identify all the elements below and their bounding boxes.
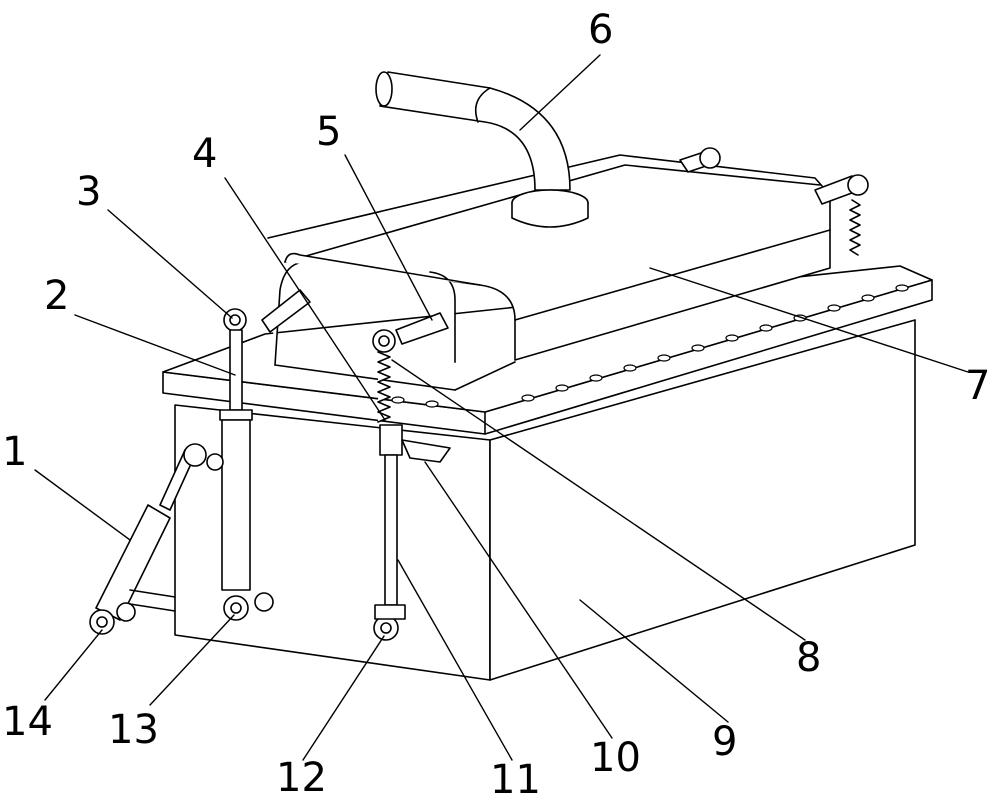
- label-9: 9: [712, 722, 737, 762]
- label-3: 3: [76, 172, 101, 212]
- label-2: 2: [44, 276, 69, 316]
- label-4: 4: [192, 134, 217, 174]
- label-5: 5: [316, 112, 341, 152]
- label-1: 1: [2, 432, 27, 472]
- label-10: 10: [590, 738, 641, 778]
- label-12: 12: [276, 758, 327, 798]
- label-13: 13: [108, 710, 159, 750]
- label-11: 11: [490, 760, 541, 800]
- label-8: 8: [796, 638, 821, 678]
- label-6: 6: [588, 10, 613, 50]
- label-7: 7: [965, 366, 990, 406]
- spring-back: [850, 200, 860, 255]
- label-14: 14: [2, 702, 53, 742]
